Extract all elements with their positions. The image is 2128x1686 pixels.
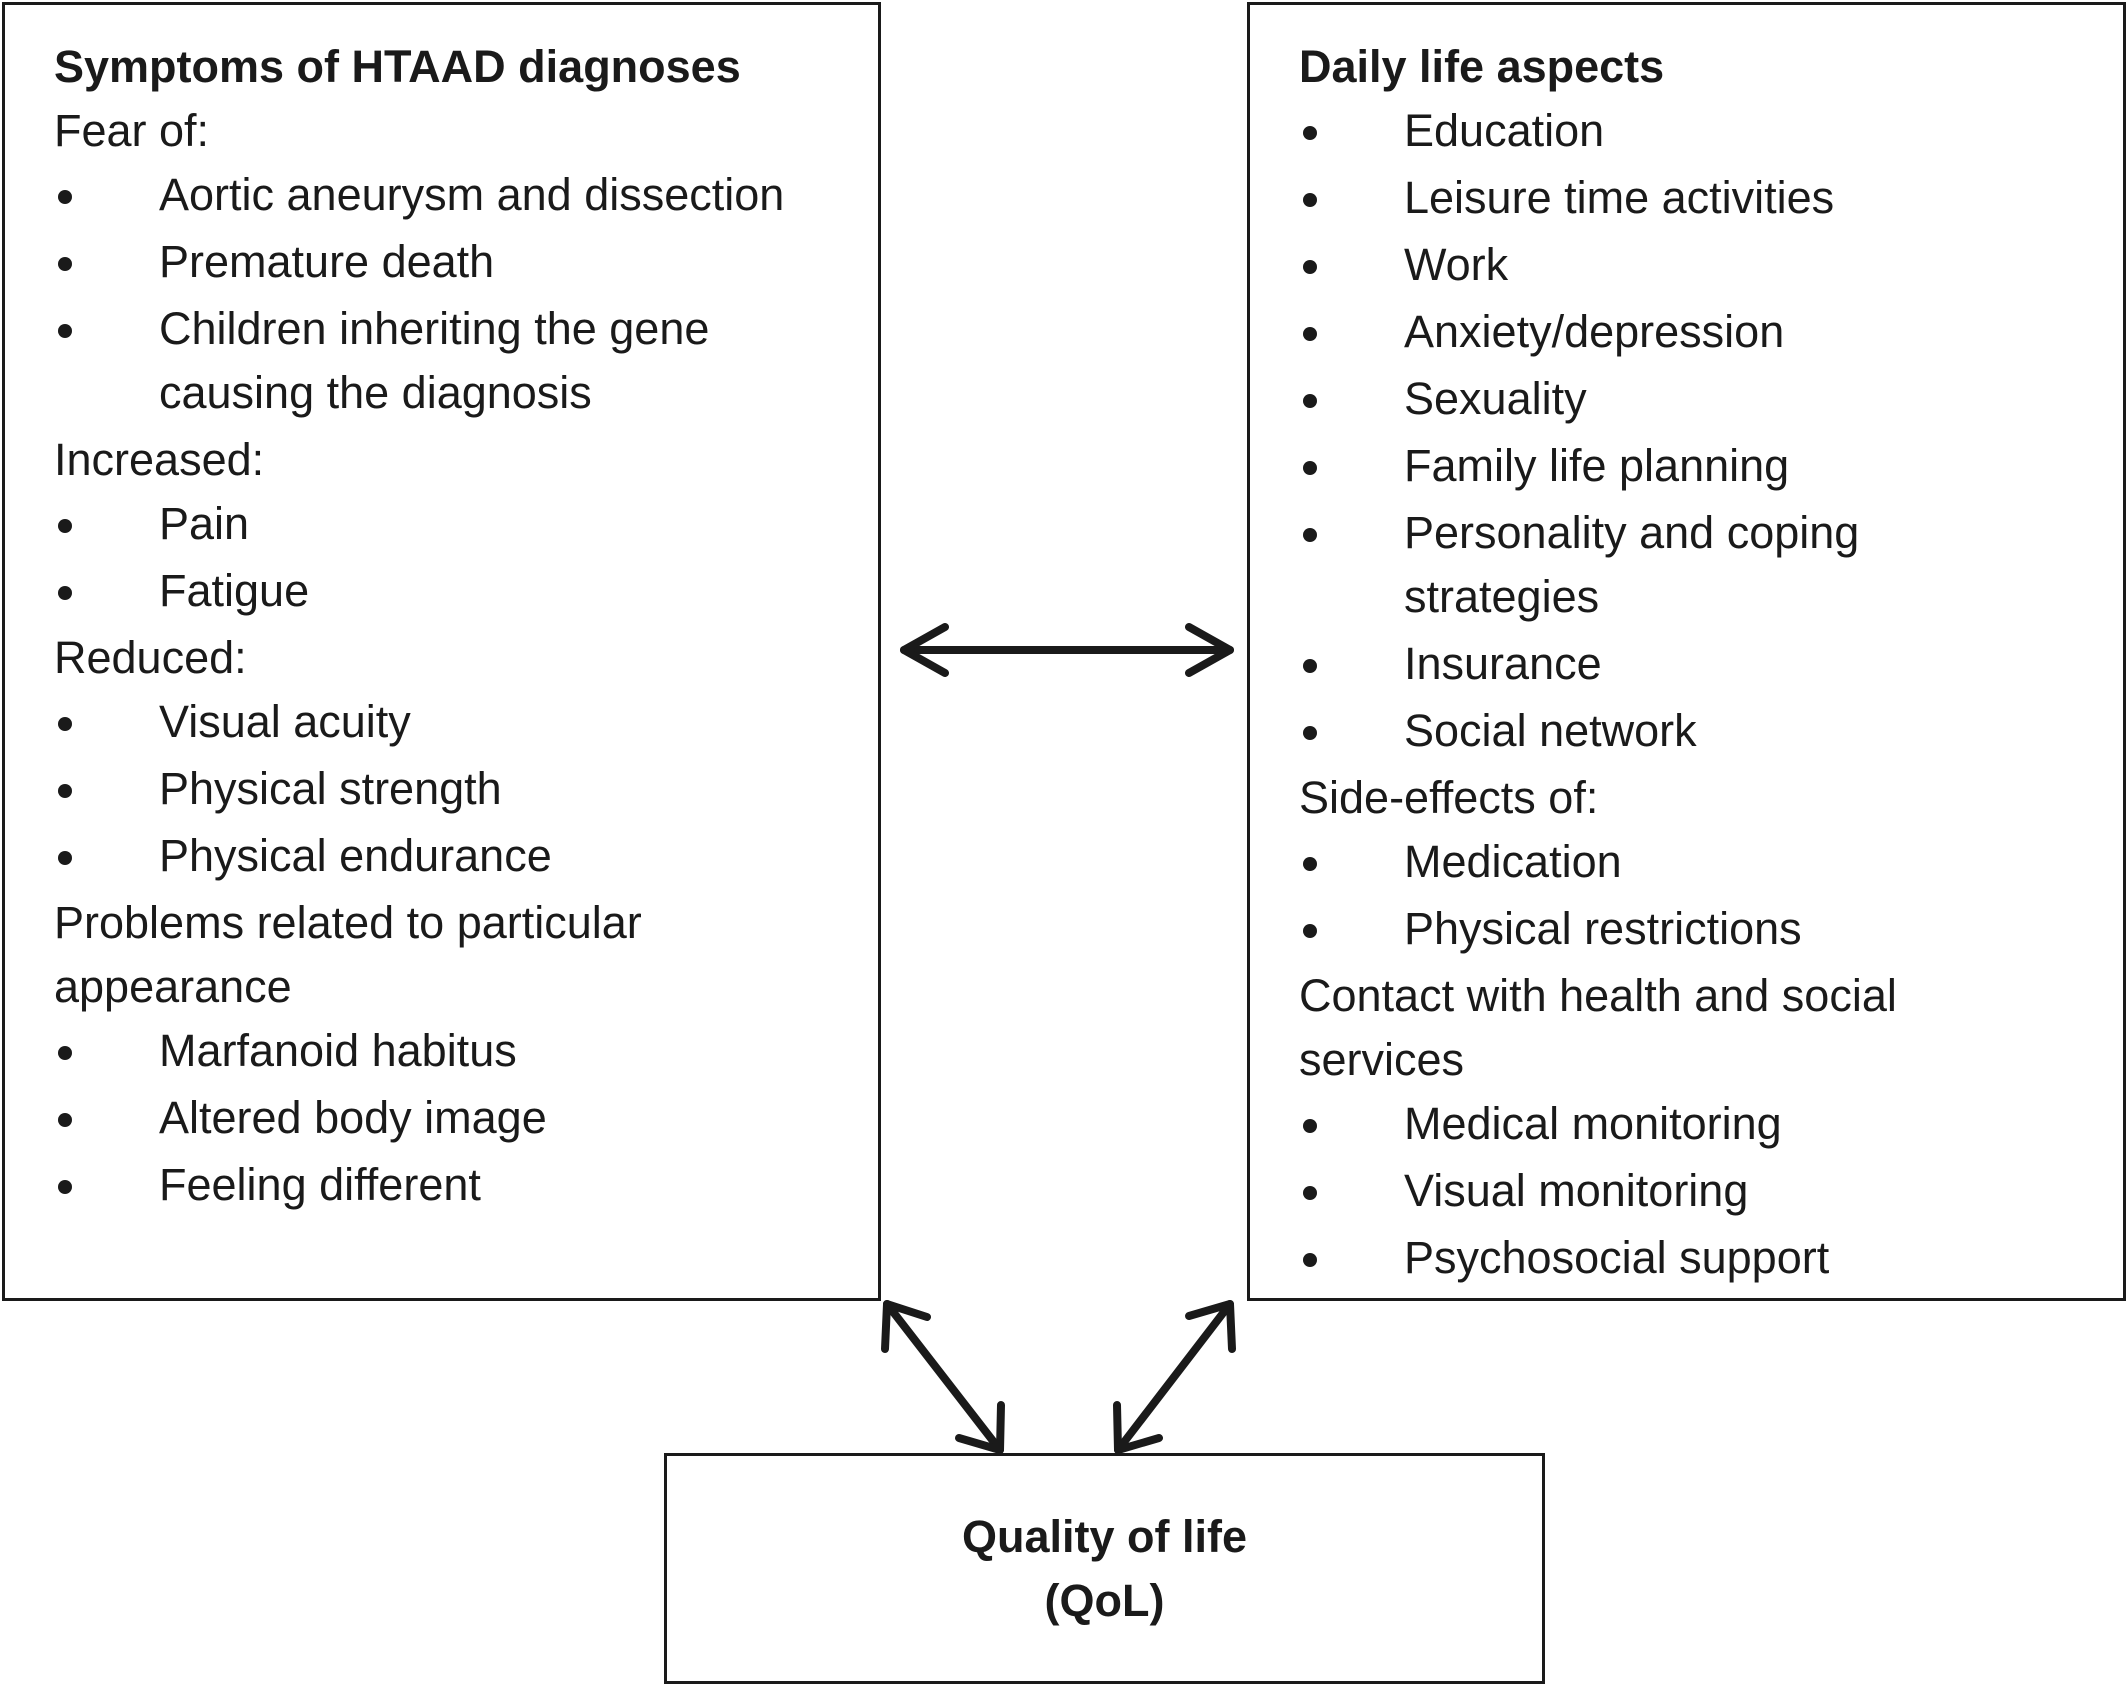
- list-item-text: Work: [1404, 239, 1509, 290]
- list-item: Education: [1299, 99, 2123, 163]
- bullet-icon: [1303, 394, 1317, 408]
- bullet-icon: [1303, 1119, 1317, 1133]
- list-item-text: Feeling different: [159, 1159, 481, 1210]
- bullet-icon: [1303, 659, 1317, 673]
- list-item-text: Personality and coping strategies: [1404, 507, 1860, 622]
- list-item-text: Sexuality: [1404, 373, 1587, 424]
- bullet-icon: [1303, 924, 1317, 938]
- list-item-text: Visual monitoring: [1404, 1165, 1749, 1216]
- symptoms-box-title: Symptoms of HTAAD diagnoses: [54, 41, 741, 92]
- bullet-icon: [58, 519, 72, 533]
- list-item: Physical endurance: [54, 824, 878, 888]
- list-item: Medical monitoring: [1299, 1092, 2123, 1156]
- list-item-text: Anxiety/depression: [1404, 306, 1785, 357]
- list-item: Pain: [54, 492, 878, 556]
- list-item: Social network: [1299, 699, 2123, 763]
- qol-title: Quality of life: [961, 1510, 1248, 1562]
- list-item-text: Education: [1404, 105, 1605, 156]
- bullet-icon: [1303, 528, 1317, 542]
- list-item-text: Social network: [1404, 705, 1697, 756]
- list-item: Aortic aneurysm and dissection: [54, 163, 878, 227]
- list-item: Psychosocial support: [1299, 1226, 2123, 1290]
- bullet-icon: [1303, 857, 1317, 871]
- bullet-icon: [1303, 126, 1317, 140]
- list-item-text: Medication: [1404, 836, 1622, 887]
- symptoms-box: Symptoms of HTAAD diagnoses Fear of: Aor…: [2, 2, 881, 1301]
- list-item: Visual acuity: [54, 690, 878, 754]
- qol-abbreviation: (QoL): [1044, 1574, 1165, 1626]
- list-item: Anxiety/depression: [1299, 300, 2123, 364]
- bullet-icon: [58, 851, 72, 865]
- bullet-icon: [58, 586, 72, 600]
- arrow-right-qol: [1113, 1300, 1236, 1454]
- list-item-text: Aortic aneurysm and dissection: [159, 169, 785, 220]
- list-item-text: Medical monitoring: [1404, 1098, 1782, 1149]
- list-item: Work: [1299, 233, 2123, 297]
- list-item: Family life planning: [1299, 434, 2123, 498]
- list-item: Fatigue: [54, 559, 878, 623]
- section-heading: Increased:: [54, 434, 265, 485]
- bullet-icon: [1303, 726, 1317, 740]
- bullet-icon: [1303, 1253, 1317, 1267]
- list-item-text: Visual acuity: [159, 696, 411, 747]
- bullet-icon: [58, 190, 72, 204]
- increased-section: Increased: Pain Fatigue: [54, 428, 878, 623]
- bullet-icon: [1303, 260, 1317, 274]
- list-item-text: Leisure time activities: [1404, 172, 1835, 223]
- list-item-text: Altered body image: [159, 1092, 547, 1143]
- bullet-icon: [58, 1113, 72, 1127]
- list-item-text: Psychosocial support: [1404, 1232, 1830, 1283]
- list-item: Medication: [1299, 830, 2123, 894]
- list-item-text: Premature death: [159, 236, 495, 287]
- bullet-icon: [58, 717, 72, 731]
- list-item-text: Children inheriting the gene causing the…: [159, 303, 710, 418]
- list-item: Insurance: [1299, 632, 2123, 696]
- list-item: Children inheriting the gene causing the…: [54, 297, 799, 425]
- list-item: Sexuality: [1299, 367, 2123, 431]
- section-heading: Contact with health and social services: [1299, 970, 1897, 1085]
- bullet-icon: [58, 324, 72, 338]
- list-item: Marfanoid habitus: [54, 1019, 878, 1083]
- list-item-text: Family life planning: [1404, 440, 1790, 491]
- bullet-icon: [58, 257, 72, 271]
- list-item: Leisure time activities: [1299, 166, 2123, 230]
- list-item-text: Insurance: [1404, 638, 1602, 689]
- section-heading: Reduced:: [54, 632, 247, 683]
- arrow-left-qol: [881, 1300, 1005, 1454]
- daily-life-box: Daily life aspects Education Leisure tim…: [1247, 2, 2126, 1301]
- list-item-text: Physical restrictions: [1404, 903, 1802, 954]
- section-heading: Side-effects of:: [1299, 772, 1599, 823]
- bullet-icon: [58, 784, 72, 798]
- list-item-text: Fatigue: [159, 565, 310, 616]
- services-section: Contact with health and social services …: [1299, 964, 2123, 1290]
- section-heading: Fear of:: [54, 105, 210, 156]
- daily-life-box-title: Daily life aspects: [1299, 41, 1665, 92]
- list-item-text: Marfanoid habitus: [159, 1025, 517, 1076]
- side-effects-section: Side-effects of: Medication Physical res…: [1299, 766, 2123, 961]
- list-item: Visual monitoring: [1299, 1159, 2123, 1223]
- arrow-left-right: [900, 623, 1234, 677]
- section-heading: Problems related to particular appearanc…: [54, 897, 642, 1012]
- bullet-icon: [1303, 327, 1317, 341]
- quality-of-life-box: Quality of life (QoL): [664, 1453, 1545, 1684]
- list-item: Feeling different: [54, 1153, 878, 1217]
- aspects-section: Education Leisure time activities Work A…: [1299, 99, 2123, 763]
- list-item: Physical restrictions: [1299, 897, 2123, 961]
- list-item: Altered body image: [54, 1086, 878, 1150]
- bullet-icon: [58, 1046, 72, 1060]
- list-item-text: Pain: [159, 498, 250, 549]
- list-item: Physical strength: [54, 757, 878, 821]
- list-item: Premature death: [54, 230, 878, 294]
- list-item: Personality and coping strategies: [1299, 501, 1944, 629]
- bullet-icon: [58, 1180, 72, 1194]
- bullet-icon: [1303, 193, 1317, 207]
- list-item-text: Physical endurance: [159, 830, 552, 881]
- appearance-section: Problems related to particular appearanc…: [54, 891, 878, 1217]
- reduced-section: Reduced: Visual acuity Physical strength…: [54, 626, 878, 888]
- list-item-text: Physical strength: [159, 763, 502, 814]
- bullet-icon: [1303, 461, 1317, 475]
- bullet-icon: [1303, 1186, 1317, 1200]
- fear-section: Fear of: Aortic aneurysm and dissection …: [54, 99, 878, 425]
